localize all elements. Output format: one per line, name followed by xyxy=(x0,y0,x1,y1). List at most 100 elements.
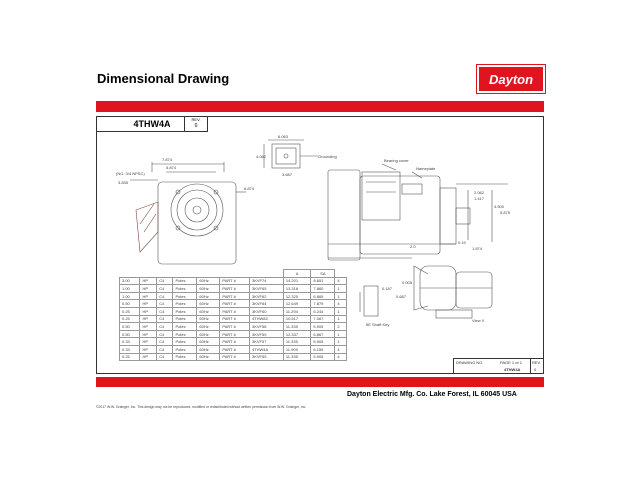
table-cell: PART # xyxy=(219,306,250,316)
table-cell: 4 xyxy=(334,276,347,286)
table-cell: 4THW83 xyxy=(248,314,284,324)
dim-5874: 5.874 xyxy=(166,165,177,170)
table-cell: 0.25 xyxy=(118,352,141,362)
company-address: Dayton Electric Mfg. Co. Lake Forest, IL… xyxy=(347,391,517,398)
copyright-text: ©2017 W.W. Grainger, Inc. This design ma… xyxy=(96,405,307,409)
table-cell: 11.335 xyxy=(282,322,312,331)
table-cell: 3KVF65 xyxy=(248,284,284,293)
drawing-sheet xyxy=(96,116,544,374)
dim-3835: 3.835 xyxy=(118,180,129,185)
table-cell: PART # xyxy=(219,284,250,293)
table-cell: C4 xyxy=(156,314,174,324)
table-cell: C4 xyxy=(156,284,174,293)
table-cell: Poles xyxy=(172,306,198,316)
table-cell: 0.33 xyxy=(118,337,141,346)
dim-1417: 1.417 xyxy=(474,196,485,201)
detail-views: 0.187 0.687 0.005 5E Shaft Key View X xyxy=(359,265,493,327)
table-cell: C4 xyxy=(156,344,174,354)
dim-0687: 0.687 xyxy=(396,294,407,299)
dim-5875: 5.875 xyxy=(500,210,511,215)
table-cell: PART # xyxy=(219,314,250,324)
table-cell: Poles xyxy=(172,291,198,301)
table-cell: 3KVF59 xyxy=(248,329,284,339)
table-cell: 60Hz xyxy=(196,299,221,308)
table-cell: 12.649 xyxy=(282,299,312,308)
dim-2062: 2.062 xyxy=(474,190,485,195)
table-cell: 6.244 xyxy=(310,306,336,316)
table-cell: Poles xyxy=(172,276,198,286)
table-cell: 3KVF64 xyxy=(248,299,284,308)
table-cell: HP xyxy=(139,276,158,286)
page-title: Dimensional Drawing xyxy=(97,71,230,86)
drawing-no-label: DRAWING NO. xyxy=(456,360,484,365)
drawbox-divider xyxy=(530,359,531,374)
dim-7874: 7.874 xyxy=(162,157,173,162)
rev-label: REV. xyxy=(191,117,201,122)
table-cell: 1 xyxy=(334,284,347,293)
dim-1874: 1.874 xyxy=(472,246,483,251)
dim-4500: 4.500 xyxy=(494,204,505,209)
table-cell: 10.517 xyxy=(282,314,312,324)
table-cell: 0.50 xyxy=(118,329,141,339)
table-cell: 8.651 xyxy=(310,276,336,286)
conduit-box-view xyxy=(263,139,318,169)
table-cell: HP xyxy=(139,284,158,293)
table-cell: Poles xyxy=(172,344,198,354)
table-cell: 6.865 xyxy=(310,291,336,301)
table-cell: C4 xyxy=(156,352,174,362)
table-cell: C4 xyxy=(156,291,174,301)
table-cell: PART # xyxy=(219,276,250,286)
table-cell: 7.067 xyxy=(310,314,336,324)
table-cell: PART # xyxy=(219,329,250,339)
view-x-label: View X xyxy=(472,318,485,323)
table-cell: 60Hz xyxy=(196,344,221,354)
table-cell: PART # xyxy=(219,291,250,301)
table-cell: 60Hz xyxy=(196,276,221,286)
shaft-key-callout: 5E Shaft Key xyxy=(366,322,389,327)
side-view xyxy=(327,163,508,261)
table-cell: Poles xyxy=(172,329,198,339)
table-cell: 12.337 xyxy=(282,329,312,339)
table-cell: 11.335 xyxy=(282,337,312,346)
table-cell: PART # xyxy=(219,299,250,308)
table-cell: 1 xyxy=(334,337,347,346)
table-cell: C4 xyxy=(156,329,174,339)
table-cell: 3KVF57 xyxy=(248,337,284,346)
front-view xyxy=(130,162,246,265)
table-cell: HP xyxy=(139,306,158,316)
table-cell: 4 xyxy=(334,344,347,354)
table-cell: C4 xyxy=(156,299,174,308)
table-cell: Poles xyxy=(172,337,198,346)
table-cell: 60Hz xyxy=(196,306,221,316)
table-cell: 60Hz xyxy=(196,337,221,346)
table-cell: Poles xyxy=(172,352,198,362)
table-cell: 1 xyxy=(334,306,347,316)
table-cell: C4 xyxy=(156,337,174,346)
dayton-logo: Dayton xyxy=(477,65,545,93)
dim-3687: 3.687 xyxy=(282,172,293,177)
table-cell: 2 xyxy=(334,322,347,331)
dim-2: 2.0 xyxy=(410,244,416,249)
table-cell: 3KVF58 xyxy=(248,322,284,331)
rev-box: REV. 0 xyxy=(184,116,208,132)
table-cell: 3.00 xyxy=(118,276,141,286)
nameplate-callout: Nameplate xyxy=(416,166,436,171)
table-cell: 5.905 xyxy=(310,337,336,346)
conduit-callout: (NO. 3/4 NPSC) xyxy=(116,171,145,176)
dim-0005: 0.005 xyxy=(402,280,413,285)
drawbox-rev: 0 xyxy=(534,367,537,372)
table-header-row: A SA xyxy=(120,269,347,278)
drawing-number-box: DRAWING NO. PAGE 1 of 1 REV. 4THW4A 0 xyxy=(453,358,544,374)
page-label: PAGE 1 of 1 xyxy=(500,360,522,365)
table-cell: 0.50 xyxy=(118,322,141,331)
table-cell: 0.50 xyxy=(118,299,141,308)
table-cell: 5.905 xyxy=(310,322,336,331)
